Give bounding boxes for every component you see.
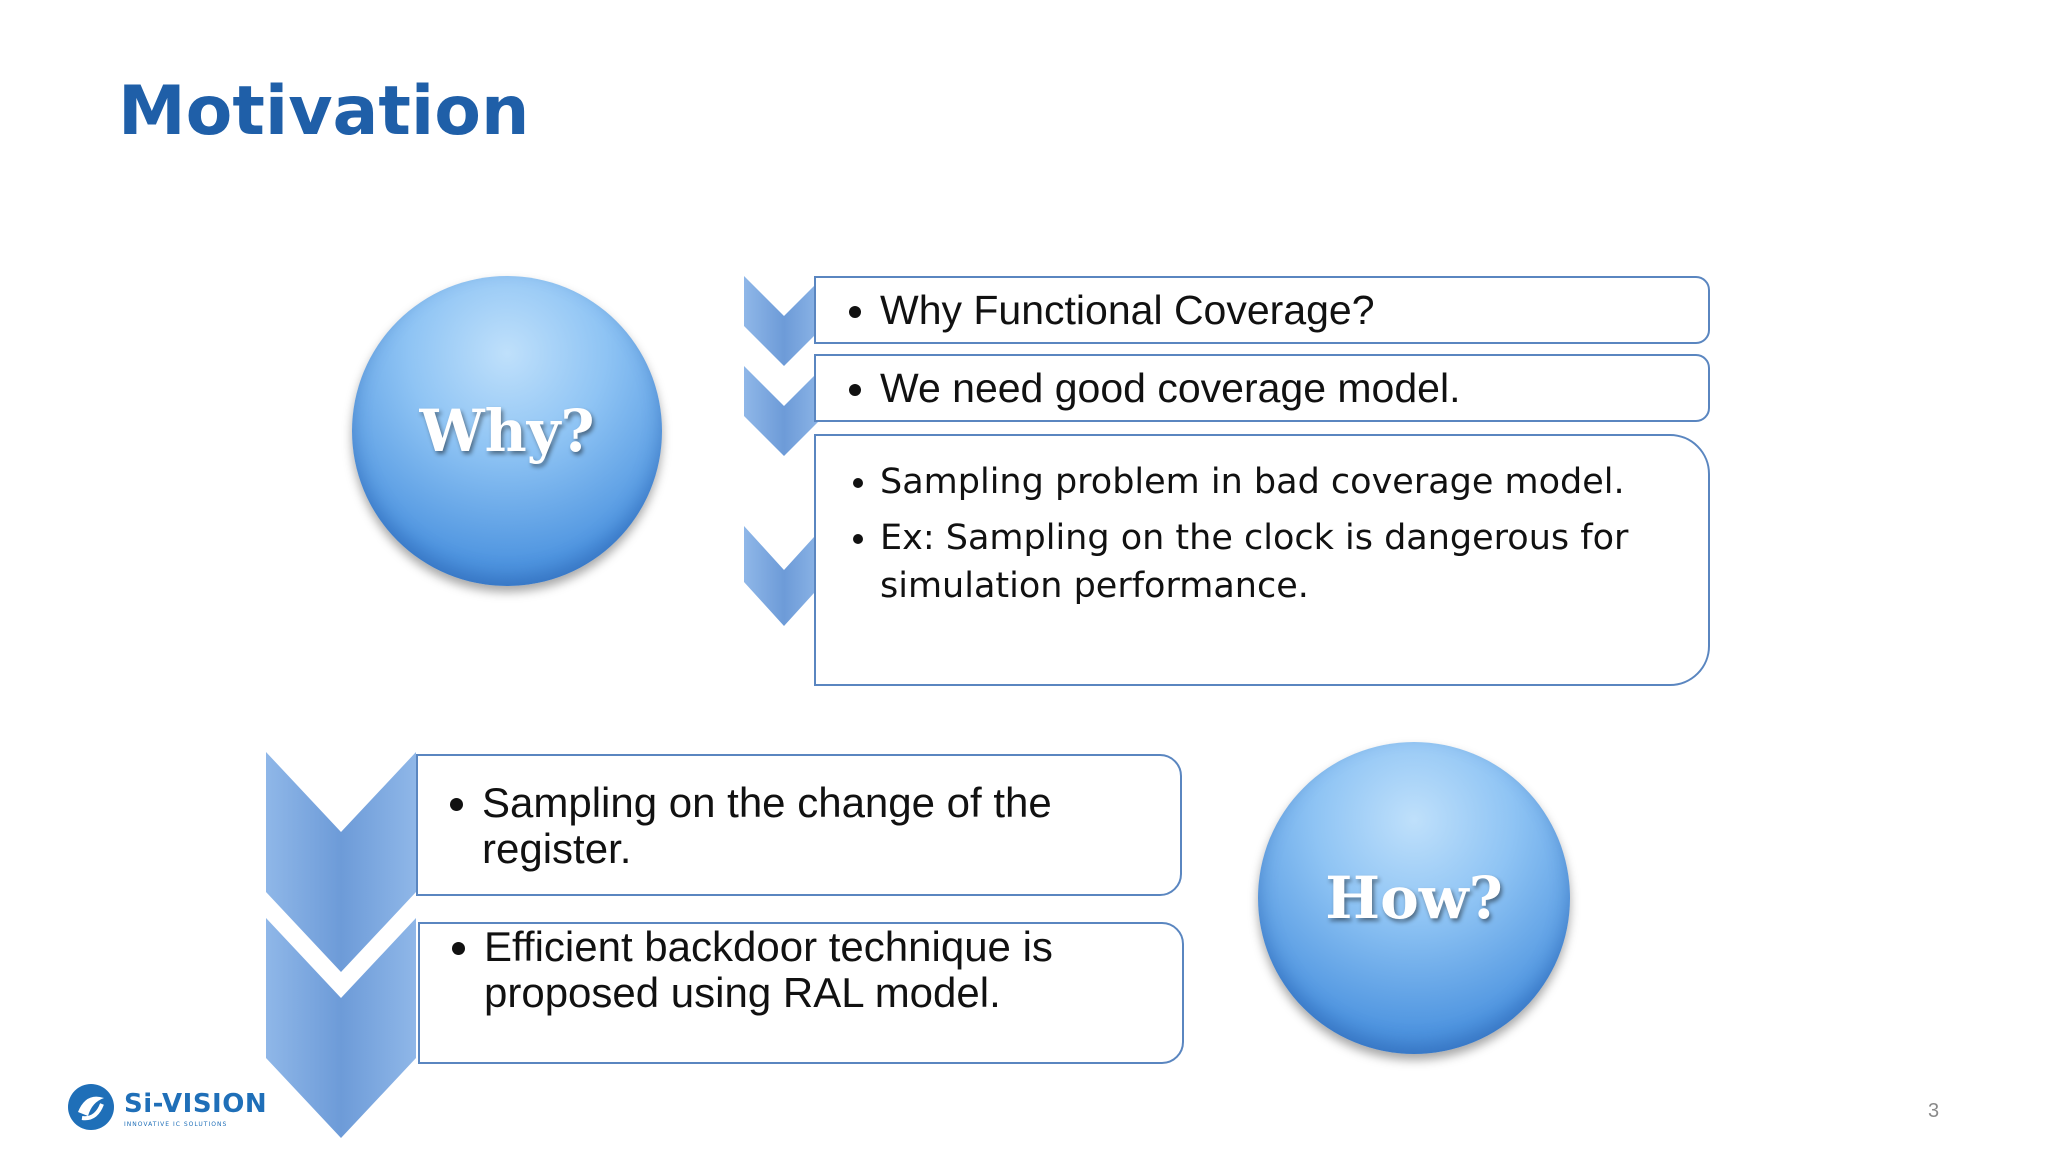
- bullet-text: Why Functional Coverage?: [880, 287, 1375, 334]
- why-box-2: We need good coverage model.: [814, 354, 1710, 422]
- how-box-1: Sampling on the change of the register.: [416, 754, 1182, 896]
- chevron-down-icon: [744, 366, 824, 456]
- logo-text: Si-VISION: [124, 1089, 268, 1119]
- why-box-1: Why Functional Coverage?: [814, 276, 1710, 344]
- bullet-text: We need good coverage model.: [880, 365, 1460, 412]
- why-circle: Why?: [352, 276, 662, 586]
- chevron-down-icon: [266, 752, 416, 972]
- how-box-2: Efficient backdoor technique is proposed…: [418, 922, 1184, 1064]
- chevron-down-icon: [744, 276, 824, 366]
- bullet-text: Efficient backdoor technique is proposed…: [484, 924, 1152, 1016]
- bullet-text: Sampling problem in bad coverage model.: [880, 458, 1678, 506]
- why-circle-label: Why?: [419, 397, 595, 465]
- bullet-text: Ex: Sampling on the clock is dangerous f…: [880, 514, 1678, 610]
- logo-tagline: INNOVATIVE IC SOLUTIONS: [124, 1121, 228, 1128]
- page-number: 3: [1928, 1100, 1940, 1122]
- why-box-3: Sampling problem in bad coverage model. …: [814, 434, 1710, 686]
- chevron-down-icon: [266, 918, 416, 1138]
- slide-title: Motivation: [118, 72, 530, 151]
- how-circle-label: How?: [1325, 864, 1503, 932]
- si-vision-logo-icon: [68, 1084, 114, 1130]
- how-circle: How?: [1258, 742, 1570, 1054]
- chevron-down-icon: [744, 526, 824, 626]
- bullet-text: Sampling on the change of the register.: [482, 780, 1150, 872]
